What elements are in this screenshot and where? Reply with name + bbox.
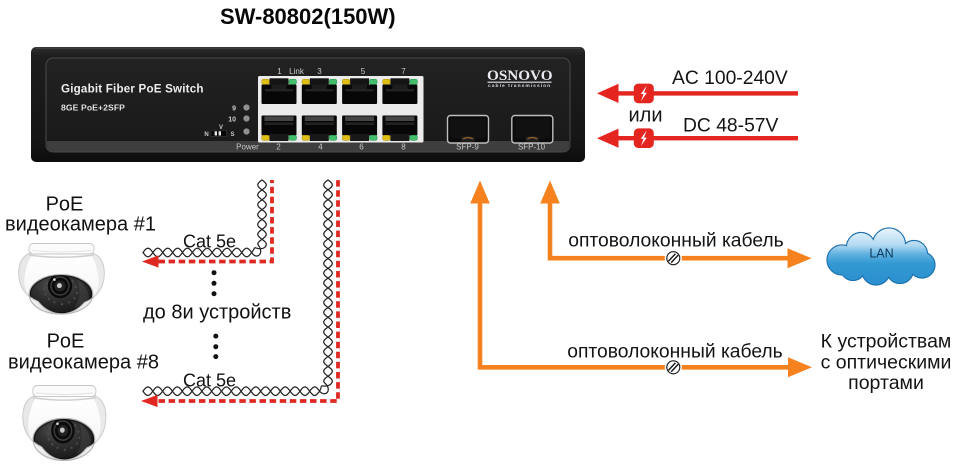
svg-text:7: 7: [401, 67, 406, 76]
svg-text:К устройствам: К устройствам: [821, 331, 952, 353]
svg-text:10: 10: [228, 117, 236, 124]
svg-text:видеокамера #8: видеокамера #8: [8, 352, 159, 374]
svg-text:с оптическими: с оптическими: [821, 352, 952, 374]
svg-text:8: 8: [401, 143, 406, 152]
svg-text:V: V: [219, 125, 223, 131]
svg-text:SW-80802(150W): SW-80802(150W): [220, 4, 396, 29]
svg-text:OSNOVO: OSNOVO: [487, 67, 553, 84]
svg-text:AC 100-240V: AC 100-240V: [672, 68, 788, 89]
svg-text:портами: портами: [848, 372, 924, 394]
svg-text:Gigabit Fiber PoE Switch: Gigabit Fiber PoE Switch: [61, 83, 204, 96]
svg-text:S: S: [230, 132, 234, 138]
svg-text:LAN: LAN: [869, 247, 893, 261]
svg-text:9: 9: [232, 106, 236, 113]
svg-text:6: 6: [359, 143, 364, 152]
svg-text:5: 5: [361, 67, 366, 76]
svg-text:8GE PoE+2SFP: 8GE PoE+2SFP: [61, 103, 125, 113]
svg-text:1: 1: [277, 67, 282, 76]
svg-text:3: 3: [317, 67, 322, 76]
svg-text:оптоволоконный кабель: оптоволоконный кабель: [567, 342, 782, 363]
svg-text:Power: Power: [236, 143, 259, 152]
svg-text:2: 2: [276, 143, 281, 152]
svg-text:N: N: [204, 132, 208, 138]
svg-text:SFP-9: SFP-9: [456, 143, 479, 152]
svg-text:Cat 5e: Cat 5e: [183, 371, 236, 391]
svg-text:PoE: PoE: [46, 194, 84, 216]
svg-text:PoE: PoE: [47, 331, 85, 353]
svg-text:cable transmission: cable transmission: [488, 83, 551, 89]
svg-text:или: или: [629, 105, 663, 127]
svg-text:до 8и устройств: до 8и устройств: [143, 302, 291, 324]
svg-text:4: 4: [318, 143, 323, 152]
svg-text:видеокамера #1: видеокамера #1: [5, 214, 156, 236]
svg-text:Link: Link: [289, 67, 305, 76]
svg-text:SFP-10: SFP-10: [518, 143, 546, 152]
svg-text:Cat 5e: Cat 5e: [183, 232, 236, 252]
svg-text:оптоволоконный кабель: оптоволоконный кабель: [568, 231, 783, 252]
svg-text:DC 48-57V: DC 48-57V: [683, 116, 779, 137]
